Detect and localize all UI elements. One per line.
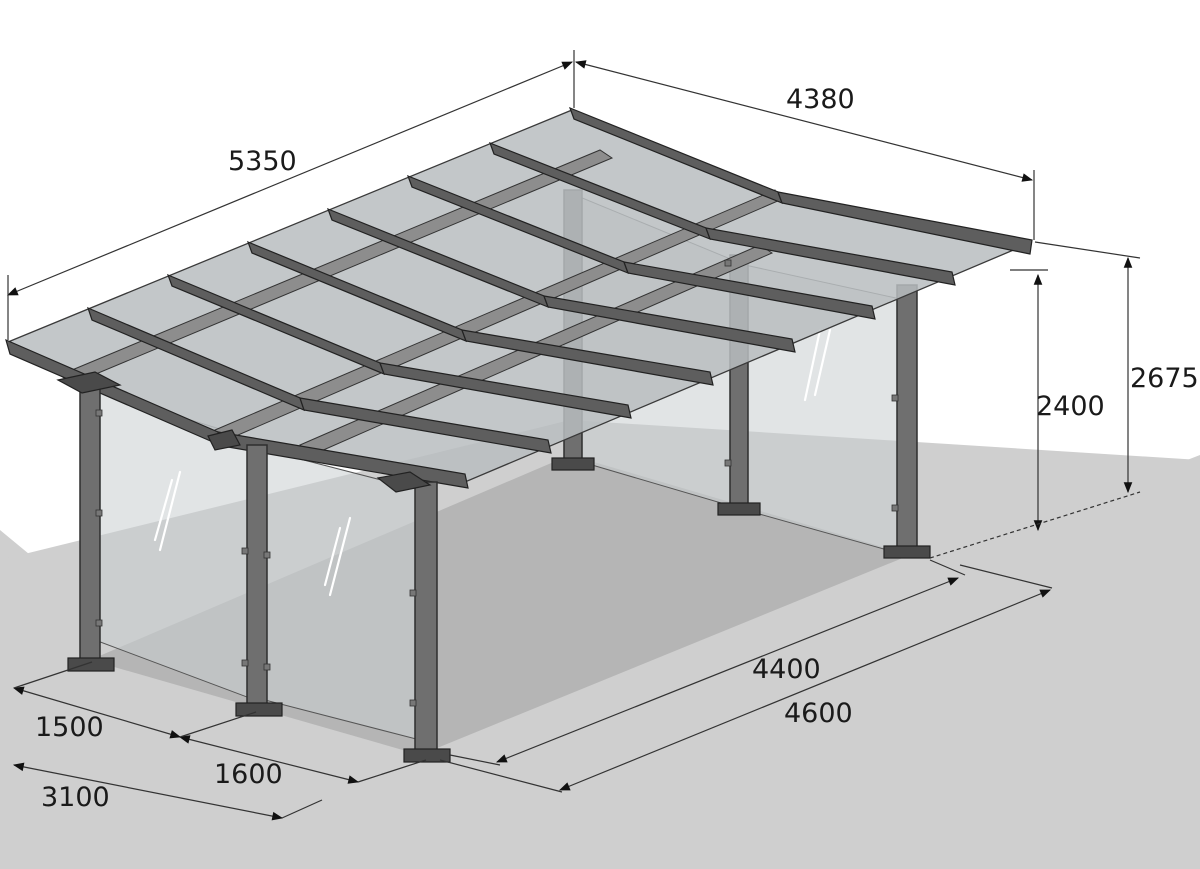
- glass-clip: [891, 394, 899, 402]
- glass-clip: [241, 659, 249, 667]
- dim-ext-2675-bottom: [929, 491, 1141, 559]
- glass-clip: [409, 589, 417, 597]
- rafter-4-right: [461, 329, 714, 386]
- post-base-front-mid: [235, 702, 283, 717]
- glass-clip: [724, 259, 732, 267]
- glass-shine-back-2: [813, 328, 832, 397]
- post-cap-front-left: [56, 371, 122, 394]
- dim-ext-4400-left: [449, 754, 501, 766]
- glass-clip: [409, 699, 417, 707]
- dim-ext-1600-right: [357, 759, 427, 783]
- dim-line-1600: [178, 735, 360, 784]
- glass-clip: [263, 663, 271, 671]
- glass-clip: [724, 459, 732, 467]
- dim-label-1600: 1600: [214, 759, 283, 790]
- dim-ext-4600-left: [439, 759, 563, 793]
- rafter-5-right: [543, 295, 796, 353]
- post-base-back-center: [551, 457, 595, 471]
- post-back-right: [896, 284, 918, 554]
- rafter-2-right: [299, 397, 552, 454]
- glass-clip: [241, 547, 249, 555]
- glass-shine-back: [803, 328, 822, 402]
- glass-shine-front-left: [158, 470, 182, 552]
- post-front-right: [414, 481, 438, 758]
- dim-line-3100: [12, 762, 284, 821]
- glass-clip: [95, 409, 103, 417]
- dim-line-5350: [7, 61, 573, 296]
- dim-label-4600: 4600: [784, 698, 853, 729]
- post-base-back-mid: [717, 502, 761, 516]
- post-base-back-right: [883, 545, 931, 559]
- glass-clip: [95, 619, 103, 627]
- dim-label-3100: 3100: [41, 782, 110, 813]
- post-base-front-right: [403, 748, 451, 763]
- glass-shine-front-right-2: [323, 526, 342, 587]
- dim-ext-1600-mid: [179, 711, 257, 738]
- post-cap-front-right: [376, 471, 432, 493]
- dim-ext-4400-right: [929, 559, 966, 576]
- rafter-7-right: [705, 227, 956, 286]
- dim-label-2400: 2400: [1036, 391, 1105, 422]
- dim-label-5350: 5350: [228, 146, 297, 177]
- dim-label-4400: 4400: [752, 654, 821, 685]
- dim-ext-3100-right: [281, 799, 323, 819]
- glass-clip: [263, 551, 271, 559]
- glass-clip: [95, 509, 103, 517]
- rafter-3-right: [379, 362, 632, 419]
- glass-shine-front-right: [328, 516, 352, 597]
- dim-label-4380: 4380: [786, 84, 855, 115]
- dim-label-1500: 1500: [35, 712, 104, 743]
- dim-ext-1500-left: [13, 661, 93, 689]
- glass-panel-front-right: [264, 449, 421, 741]
- dim-label-2675: 2675: [1130, 363, 1199, 394]
- dim-ext-4600-right: [959, 564, 1053, 589]
- post-base-front-left: [67, 657, 115, 672]
- glass-clip: [891, 504, 899, 512]
- dim-line-1500: [12, 686, 182, 739]
- dim-line-4380: [574, 60, 1034, 182]
- glass-shine-front-left-2: [153, 478, 174, 542]
- post-cap-front-mid: [207, 429, 241, 451]
- rafter-8-right: [777, 191, 1033, 255]
- dim-line-4600: [559, 589, 1051, 791]
- dim-ext-2675-top: [1034, 241, 1141, 259]
- rafter-6-right: [623, 261, 876, 320]
